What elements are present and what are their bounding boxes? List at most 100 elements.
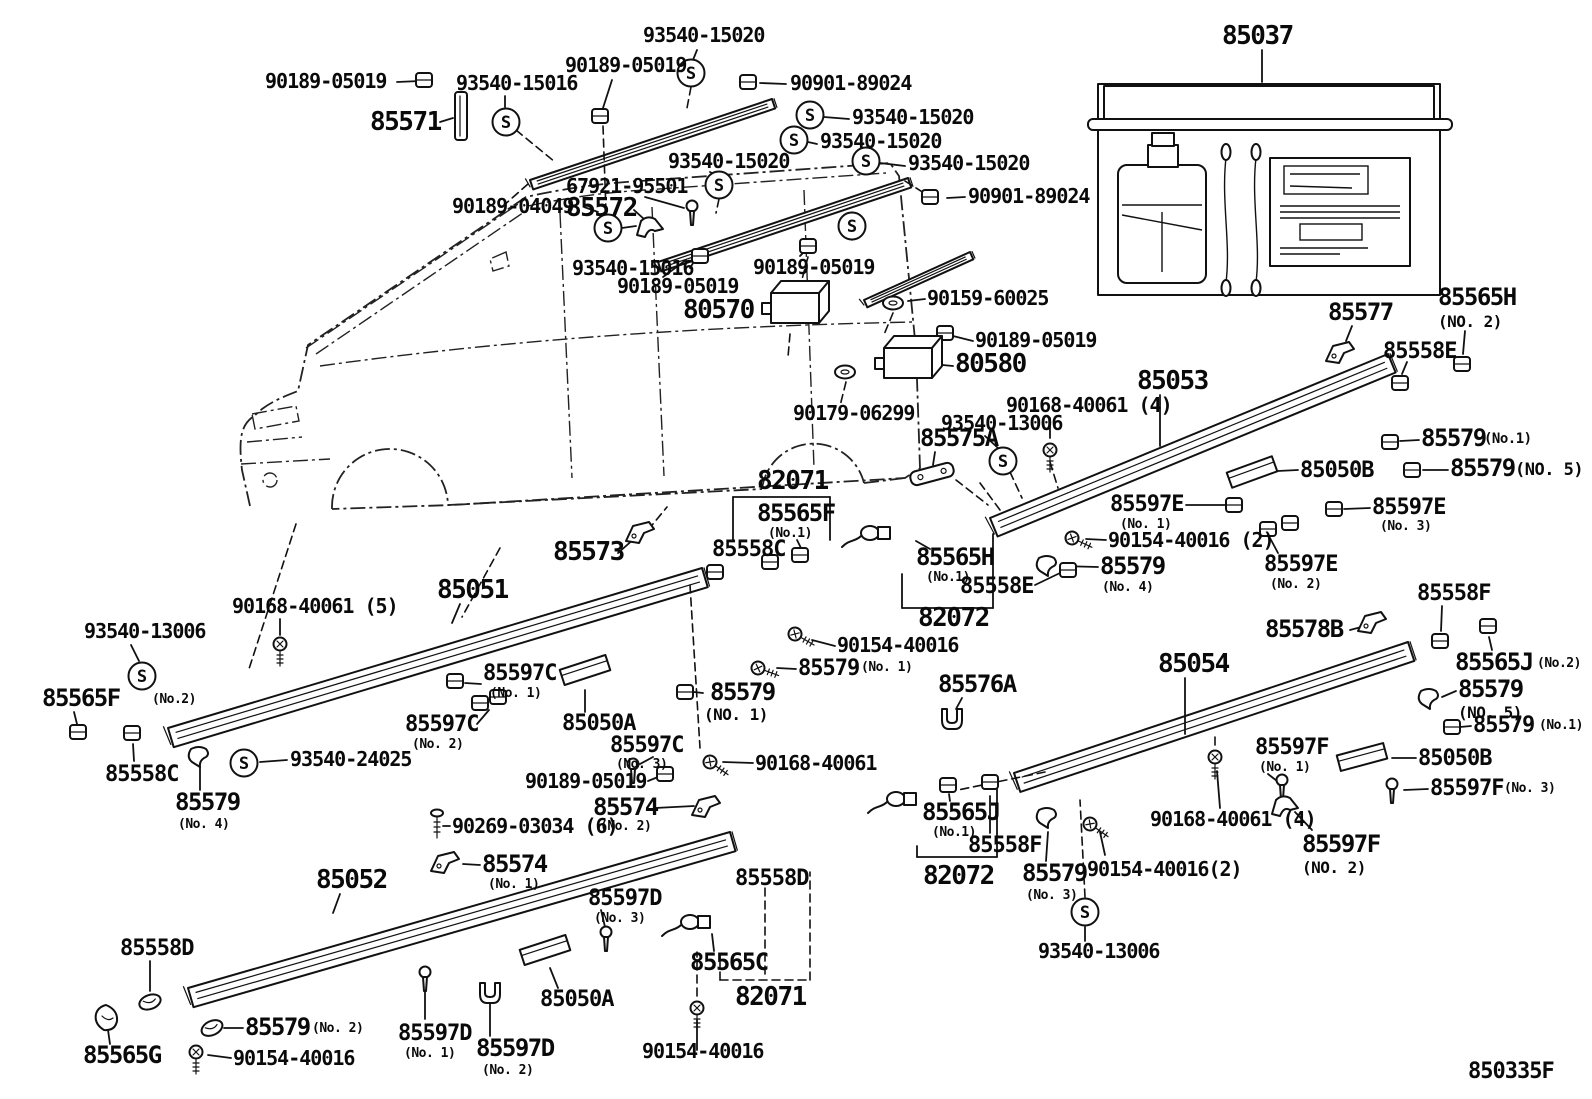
svg-text:S: S	[805, 106, 815, 126]
clip-glyph	[1443, 719, 1461, 735]
construction-line	[800, 256, 809, 284]
leader-line	[1085, 538, 1107, 541]
leader-line	[823, 116, 850, 120]
clip-glyph	[1431, 633, 1449, 649]
leader-line	[654, 805, 695, 809]
part-label: 90168-40061 (4)	[1006, 393, 1172, 417]
leader-line	[1343, 507, 1371, 510]
leader-line	[73, 711, 78, 725]
svg-text:S: S	[847, 217, 857, 237]
construction-line	[461, 547, 501, 618]
screw-glyph	[1082, 816, 1109, 838]
part-label: 85050A	[540, 987, 614, 1012]
svg-text:S: S	[137, 667, 147, 687]
construction-line	[1079, 799, 1086, 898]
screw-symbol: S	[229, 748, 259, 778]
clip-glyph	[799, 238, 817, 254]
part-label: 90154-40016	[642, 1039, 763, 1063]
clip-glyph	[471, 695, 489, 711]
cap-glyph	[1225, 455, 1279, 489]
leader-line	[644, 196, 685, 209]
part-label: 82071	[735, 982, 807, 1012]
front-face	[240, 405, 331, 465]
part-label: 85597D	[476, 1034, 555, 1062]
construction-line	[882, 312, 894, 338]
leader-line	[955, 697, 963, 710]
brkt-glyph	[625, 521, 655, 544]
clip-glyph	[1225, 497, 1243, 513]
moulding-rail-2	[187, 831, 737, 1009]
grom-glyph	[882, 295, 904, 311]
part-label: 90154-40016(2)	[1087, 857, 1242, 881]
construction-line	[1049, 461, 1059, 489]
leader-line	[1401, 361, 1408, 375]
part-label-note: (No.1)	[768, 526, 812, 541]
leader-line	[1403, 788, 1429, 791]
van-sketch	[239, 162, 921, 510]
bolt-glyph	[430, 808, 444, 839]
clip-glyph	[791, 547, 809, 563]
clip-glyph	[446, 673, 464, 689]
part-label: 85579	[798, 656, 859, 681]
conn-glyph	[841, 525, 891, 548]
hook-glyph	[1035, 555, 1057, 577]
part-label: 90189-05019	[753, 255, 874, 279]
clip-glyph	[489, 689, 507, 705]
screw-symbol: S	[851, 146, 881, 176]
part-label: 90189-05019	[975, 328, 1096, 352]
part-label: 85579	[1473, 713, 1534, 738]
leader-line	[476, 709, 490, 725]
leader-line	[693, 691, 704, 694]
leader-line	[1216, 770, 1221, 809]
maintenance-kit	[1087, 83, 1453, 297]
leader-line	[1440, 605, 1443, 632]
part-label: 85597E	[1372, 495, 1445, 520]
part-label: 85597F	[1430, 776, 1503, 801]
part-label: 85597C	[610, 733, 683, 758]
cap-glyph	[518, 933, 572, 967]
part-label: 93540-13006	[941, 411, 1062, 435]
part-label: 90179-06299	[793, 401, 914, 425]
clip-glyph	[739, 74, 757, 90]
cap-glyph	[1335, 742, 1389, 772]
leader-line	[259, 759, 288, 763]
part-label: 85565G	[83, 1041, 162, 1069]
front-wheel-arch	[331, 448, 449, 510]
part-label-note: (No. 2)	[482, 1063, 533, 1078]
part-label: 85054	[1158, 649, 1230, 679]
clip-glyph	[981, 774, 999, 790]
part-label: 93540-15020	[908, 151, 1029, 175]
part-label: 93540-15020	[643, 23, 764, 47]
screw-glyph	[272, 636, 288, 667]
hook-glyph	[187, 746, 209, 768]
leader-line	[1045, 831, 1049, 862]
part-label: 80570	[683, 295, 755, 325]
side-moulding-rails	[162, 98, 1417, 1009]
part-label-note: (No. 1)	[490, 686, 541, 701]
part-label-note: (No. 1)	[1259, 760, 1310, 775]
screw-symbol: S	[779, 125, 809, 155]
screw-glyph	[787, 626, 815, 647]
pin-glyph	[418, 965, 432, 992]
part-label-note: (No.1)	[1484, 431, 1532, 447]
oval-glyph	[200, 1019, 224, 1037]
clip-glyph	[1391, 375, 1409, 391]
leader-line	[1462, 330, 1466, 355]
screw-symbol: S	[676, 58, 706, 88]
part-label-note: (No. 2)	[600, 819, 651, 834]
part-label: 85572	[566, 193, 637, 223]
part-label: 85597F	[1255, 735, 1328, 760]
relay-glyph	[874, 335, 943, 379]
part-label: 85558E	[960, 574, 1033, 599]
part-label: 90901-89024	[790, 71, 912, 95]
part-label: 93540-15020	[668, 149, 789, 173]
clip-glyph	[691, 248, 709, 264]
svg-text:S: S	[1080, 903, 1090, 923]
construction-line	[904, 180, 925, 194]
part-label: 85565H	[916, 543, 994, 571]
cap-glyph	[558, 653, 612, 687]
part-label: 85577	[1328, 298, 1393, 326]
leader-line	[207, 1054, 232, 1059]
leader-line	[879, 162, 906, 167]
